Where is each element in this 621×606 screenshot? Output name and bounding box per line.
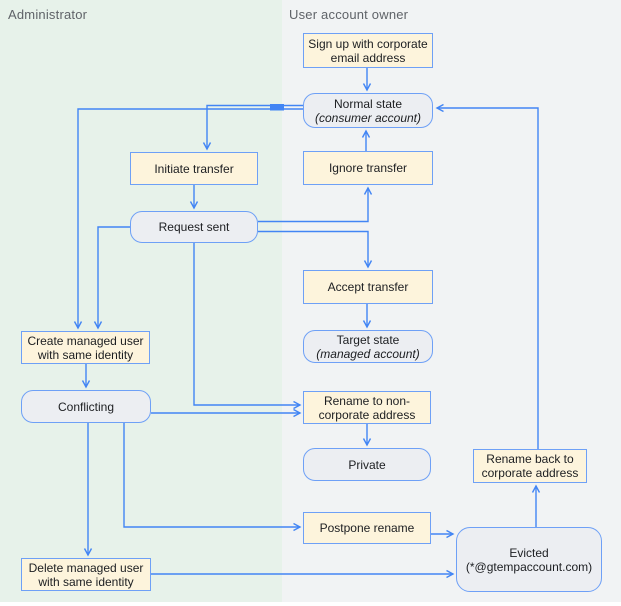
node-label: with same identity: [37, 347, 134, 362]
node-label: Ignore transfer: [328, 161, 408, 175]
node-label: Evicted: [509, 545, 549, 560]
node-rename-back: Rename back to corporate address: [473, 449, 587, 483]
node-label: Delete managed user: [28, 560, 144, 575]
node-private: Private: [303, 448, 431, 481]
node-label: Initiate transfer: [154, 161, 234, 176]
node-sublabel: (consumer account): [314, 110, 422, 125]
node-label: Normal state: [333, 96, 403, 111]
node-label: email address: [330, 50, 406, 65]
node-postpone-rename: Postpone rename: [303, 512, 431, 544]
node-label: Target state: [336, 332, 400, 347]
node-initiate-transfer: Initiate transfer: [130, 152, 258, 185]
lane-title-user-account-owner: User account owner: [289, 7, 409, 22]
node-sublabel: (managed account): [316, 346, 420, 361]
node-conflicting: Conflicting: [21, 390, 151, 423]
lane-title-administrator: Administrator: [8, 7, 88, 22]
node-label: Conflicting: [57, 399, 115, 414]
node-request-sent: Request sent: [130, 211, 258, 243]
node-label: with same identity: [38, 574, 134, 589]
node-label: Create managed user: [27, 333, 144, 348]
node-label: Rename back to: [486, 452, 574, 466]
node-label: corporate address: [318, 407, 416, 422]
node-evicted: Evicted (*@gtempaccount.com): [456, 527, 602, 592]
node-sign-up: Sign up with corporate email address: [303, 33, 433, 68]
node-ignore-transfer: Ignore transfer: [303, 151, 433, 185]
node-create-managed-user: Create managed user with same identity: [21, 331, 150, 364]
node-accept-transfer: Accept transfer: [303, 270, 433, 304]
node-label: corporate address: [481, 466, 579, 480]
node-label: Request sent: [158, 220, 230, 234]
node-label: Accept transfer: [327, 280, 409, 294]
node-label: Sign up with corporate: [308, 36, 428, 51]
node-sublabel: (*@gtempaccount.com): [465, 559, 593, 574]
node-label: Postpone rename: [319, 521, 415, 535]
node-normal-state: Normal state (consumer account): [303, 93, 433, 128]
node-target-state: Target state (managed account): [303, 330, 433, 363]
node-label: Rename to non-: [323, 393, 411, 408]
node-label: Private: [348, 457, 386, 472]
node-delete-managed-user: Delete managed user with same identity: [21, 558, 151, 591]
lane-administrator: Administrator: [0, 0, 282, 602]
node-rename-to-non-corporate: Rename to non- corporate address: [303, 391, 431, 424]
